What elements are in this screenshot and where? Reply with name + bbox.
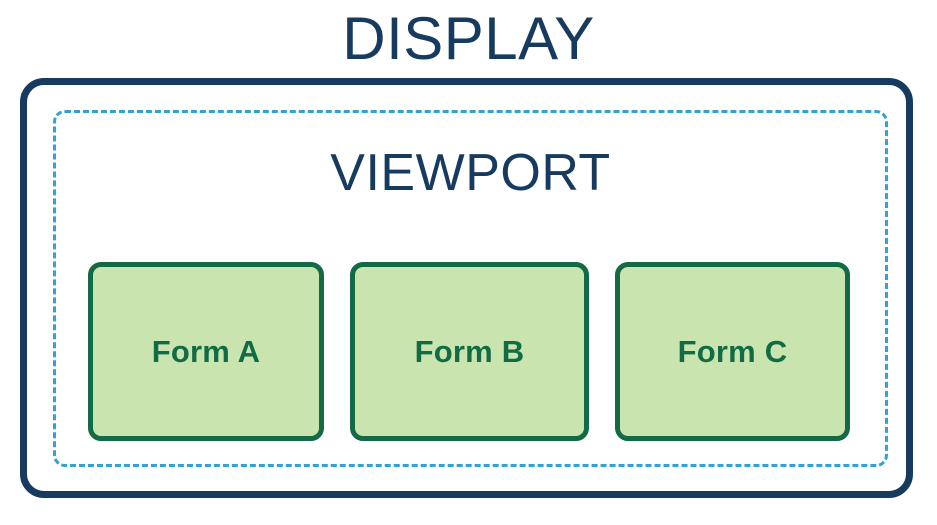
viewport-frame bbox=[53, 110, 888, 467]
form-box-c-label: Form C bbox=[677, 333, 788, 369]
form-box-a[interactable]: Form A bbox=[88, 262, 324, 441]
viewport-title-label: VIEWPORT bbox=[330, 144, 611, 202]
display-frame bbox=[20, 78, 913, 498]
display-title-label: DISPLAY bbox=[342, 5, 595, 72]
form-box-b-label: Form B bbox=[414, 333, 525, 369]
form-box-b[interactable]: Form B bbox=[350, 262, 589, 441]
form-box-c[interactable]: Form C bbox=[615, 262, 850, 441]
forms-row: Form A Form B Form C bbox=[88, 262, 850, 441]
form-box-a-label: Form A bbox=[151, 333, 261, 369]
